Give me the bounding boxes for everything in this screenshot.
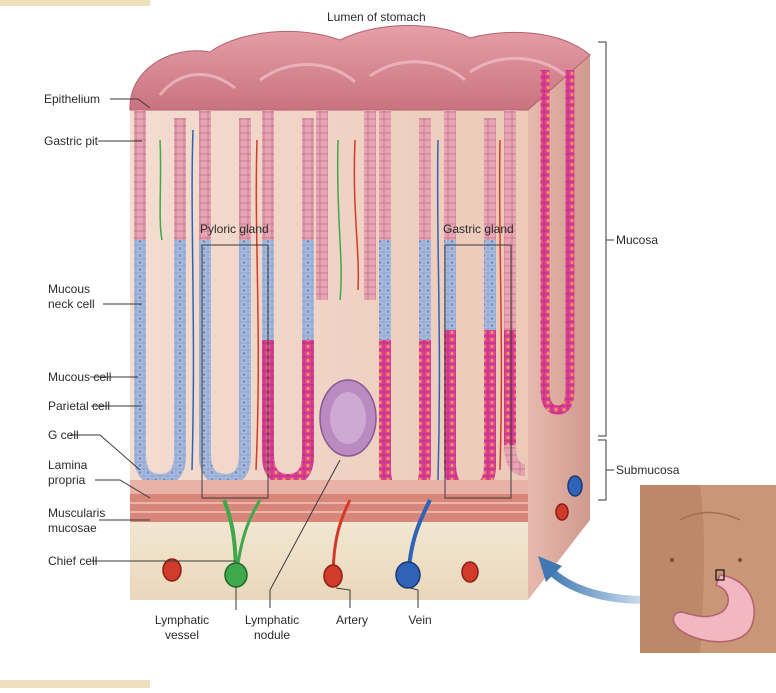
label-mucous-neck-cell-1: Mucous bbox=[48, 282, 91, 296]
label-chief-cell: Chief cell bbox=[48, 554, 98, 568]
muscularis-mucosae-layer bbox=[130, 494, 528, 522]
torso-inset bbox=[640, 485, 776, 653]
label-lamina-propria-2: propria bbox=[48, 473, 86, 487]
label-mucous-neck-cell-2: neck cell bbox=[48, 297, 95, 311]
label-muscularis-mucosae-2: mucosae bbox=[48, 521, 97, 535]
leader-lines bbox=[70, 98, 419, 610]
label-parietal-cell: Parietal cell bbox=[48, 399, 111, 413]
label-artery: Artery bbox=[335, 613, 368, 627]
submucosa-bracket bbox=[598, 439, 607, 501]
capillaries bbox=[159, 129, 503, 481]
label-gastric-pit: Gastric pit bbox=[44, 134, 99, 148]
gastric-gland-box bbox=[444, 244, 512, 499]
pyloric-gland-box bbox=[201, 244, 269, 499]
pointer-arrow bbox=[544, 564, 649, 604]
label-g-cell: G cell bbox=[48, 428, 79, 442]
label-vein: Vein bbox=[408, 613, 432, 627]
label-epithelium: Epithelium bbox=[44, 92, 101, 106]
label-submucosa: Submucosa bbox=[616, 463, 680, 477]
label-lymphatic-nodule-1: Lymphatic bbox=[244, 613, 300, 627]
label-lymphatic-vessel-1: Lymphatic bbox=[154, 613, 210, 627]
label-pyloric-gland: Pyloric gland bbox=[200, 222, 269, 236]
mucosal-surface-folds bbox=[129, 25, 591, 111]
submucosa-band bbox=[130, 480, 528, 494]
label-lymphatic-vessel-2: vessel bbox=[164, 628, 199, 642]
bottom-decor-bar bbox=[0, 680, 150, 688]
label-lamina-propria-1: Lamina bbox=[48, 458, 88, 472]
label-mucous-cell: Mucous cell bbox=[48, 370, 112, 384]
label-muscularis-mucosae-1: Muscularis bbox=[48, 506, 106, 520]
artery-section bbox=[323, 564, 343, 588]
label-lymphatic-nodule-2: nodule bbox=[253, 628, 291, 642]
vein-section bbox=[395, 561, 421, 589]
top-decor-bar bbox=[0, 0, 150, 6]
mucosa-bracket bbox=[598, 41, 607, 437]
lymphatic-vessel-section bbox=[224, 562, 248, 588]
label-mucosa: Mucosa bbox=[616, 233, 659, 247]
label-lumen: Lumen of stomach bbox=[327, 10, 426, 24]
label-gastric-gland: Gastric gland bbox=[443, 222, 514, 236]
